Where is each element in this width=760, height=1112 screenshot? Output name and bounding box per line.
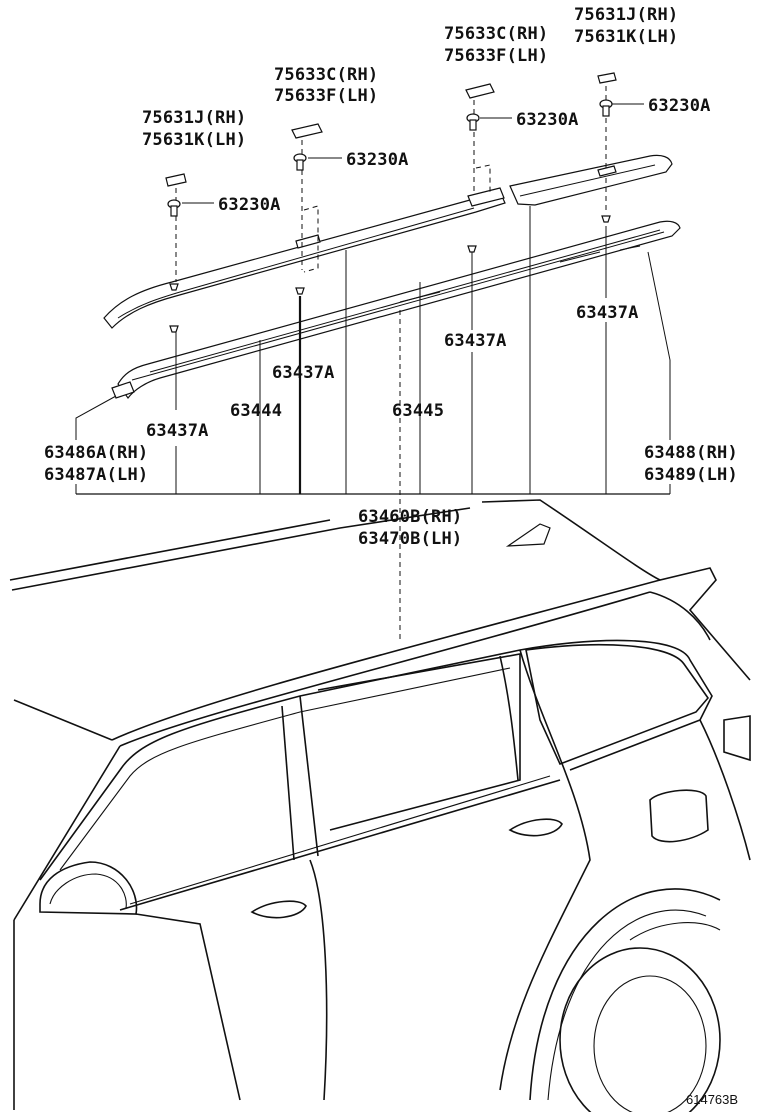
- label-63437a-1: 63437A: [146, 421, 209, 441]
- label-75633-right-lh: 75633F(LH): [444, 46, 548, 66]
- clip-icon: [169, 283, 179, 291]
- vehicle-body: [9, 499, 751, 1112]
- clip-icon: [295, 287, 305, 295]
- label-63230a-2: 63230A: [346, 150, 409, 170]
- cap-75631-left-icon: [165, 173, 187, 187]
- cap-75631-right-icon: [597, 72, 617, 84]
- label-75631-right-rh: 75631J(RH): [574, 5, 678, 25]
- label-63489-lh: 63489(LH): [644, 465, 738, 485]
- bolt-icon: [293, 153, 307, 171]
- clip-icon: [601, 215, 611, 223]
- label-63486a-rh: 63486A(RH): [44, 443, 148, 463]
- part-labels: 75631J(RH) 75631K(LH) 75633C(RH) 75633F(…: [44, 5, 738, 1107]
- label-75633-left-rh: 75633C(RH): [274, 65, 378, 85]
- clip-icon: [467, 245, 477, 253]
- label-75631-left-lh: 75631K(LH): [142, 130, 246, 150]
- assembly-lines: [175, 86, 607, 640]
- label-63437a-4: 63437A: [576, 303, 639, 323]
- label-63445: 63445: [392, 401, 444, 421]
- label-63488-rh: 63488(RH): [644, 443, 738, 463]
- cap-75633-right-icon: [465, 83, 495, 99]
- label-63460b-rh: 63460B(RH): [358, 507, 462, 527]
- bolt-icon: [599, 99, 613, 117]
- label-63437a-3: 63437A: [444, 331, 507, 351]
- label-75631-left-rh: 75631J(RH): [142, 108, 246, 128]
- upper-roof-rail: [103, 154, 673, 329]
- label-63230a-4: 63230A: [648, 96, 711, 116]
- label-75631-right-lh: 75631K(LH): [574, 27, 678, 47]
- bolt-icon: [466, 113, 480, 131]
- label-63470b-lh: 63470B(LH): [358, 529, 462, 549]
- label-63230a-3: 63230A: [516, 110, 579, 130]
- label-63437a-2: 63437A: [272, 363, 335, 383]
- lower-roof-rail: [111, 220, 681, 400]
- fasteners: [165, 72, 617, 333]
- clip-icon: [169, 325, 179, 333]
- bolt-icon: [167, 199, 181, 217]
- cap-75633-left-icon: [291, 123, 323, 139]
- label-63444: 63444: [230, 401, 282, 421]
- label-75633-right-rh: 75633C(RH): [444, 24, 548, 44]
- label-63230a-1: 63230A: [218, 195, 281, 215]
- leader-lines: [75, 103, 671, 495]
- label-75633-left-lh: 75633F(LH): [274, 86, 378, 106]
- figure-id: 614763B: [686, 1092, 738, 1107]
- label-63487a-lh: 63487A(LH): [44, 465, 148, 485]
